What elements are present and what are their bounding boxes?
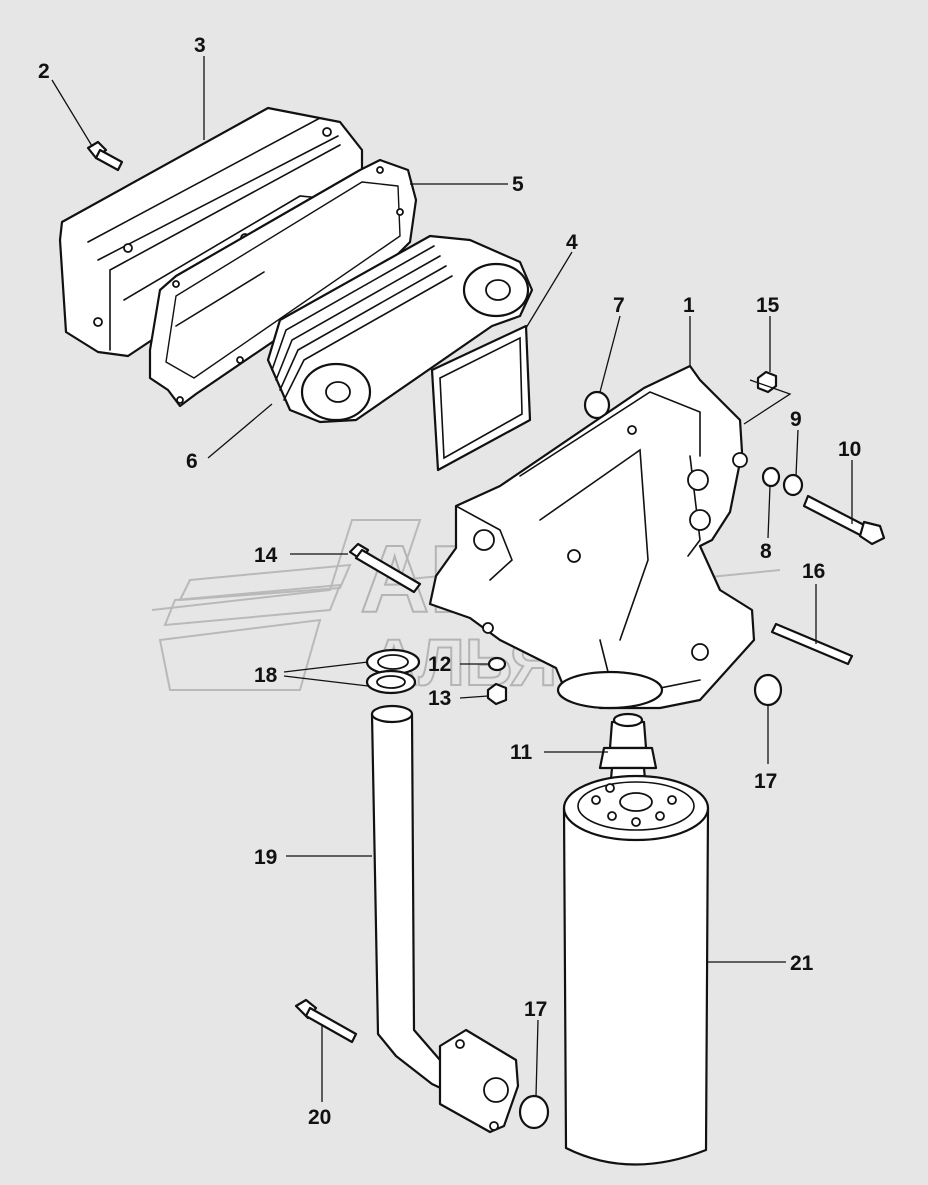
callout-21: 21 [790, 952, 814, 975]
callout-6: 6 [186, 450, 198, 473]
callout-16: 16 [802, 560, 825, 583]
part-21-oil-filter [562, 774, 710, 1166]
part-12-washer [487, 656, 507, 672]
callout-17-lower: 17 [524, 998, 547, 1021]
callout-4: 4 [566, 231, 578, 254]
callout-13: 13 [428, 687, 451, 710]
callout-8: 8 [760, 540, 772, 563]
callout-5: 5 [512, 173, 524, 196]
callout-3: 3 [194, 34, 206, 57]
callout-1: 1 [683, 294, 695, 317]
part-6-cooler-core [266, 234, 534, 424]
callout-17-upper: 17 [754, 770, 777, 793]
callout-20: 20 [308, 1106, 331, 1129]
callout-7: 7 [613, 294, 625, 317]
callout-15: 15 [756, 294, 780, 317]
part-14-bolt [348, 542, 422, 594]
callout-19: 19 [254, 846, 277, 869]
part-7-o-ring [583, 390, 611, 420]
part-10-bolt [802, 494, 886, 546]
part-13-plug [486, 682, 508, 706]
part-17-o-ring-upper [753, 673, 783, 707]
part-9-washer [782, 473, 804, 497]
part-1-filter-housing [428, 364, 756, 710]
callout-12: 12 [428, 653, 451, 676]
part-19-oil-pipe [370, 704, 520, 1134]
callout-2: 2 [38, 60, 50, 83]
callout-18: 18 [254, 664, 278, 687]
part-4-seal-frame [430, 324, 532, 472]
part-20-bolt [294, 998, 358, 1044]
callout-11: 11 [510, 741, 533, 764]
callout-14: 14 [254, 544, 278, 567]
part-17-o-ring-lower [518, 1094, 550, 1130]
callout-numbers: 3 2 5 4 6 7 1 15 9 10 8 16 14 12 13 18 1… [38, 34, 861, 1129]
callout-9: 9 [790, 408, 802, 431]
part-5-gasket [148, 158, 418, 408]
leader-lines [51, 56, 853, 1102]
callout-10: 10 [838, 438, 861, 461]
part-18-sealing-rings [365, 648, 421, 695]
part-2-bolt [86, 140, 124, 172]
part-15-nut [756, 370, 778, 394]
part-8-washer [761, 466, 781, 488]
part-16-stud [770, 622, 854, 666]
